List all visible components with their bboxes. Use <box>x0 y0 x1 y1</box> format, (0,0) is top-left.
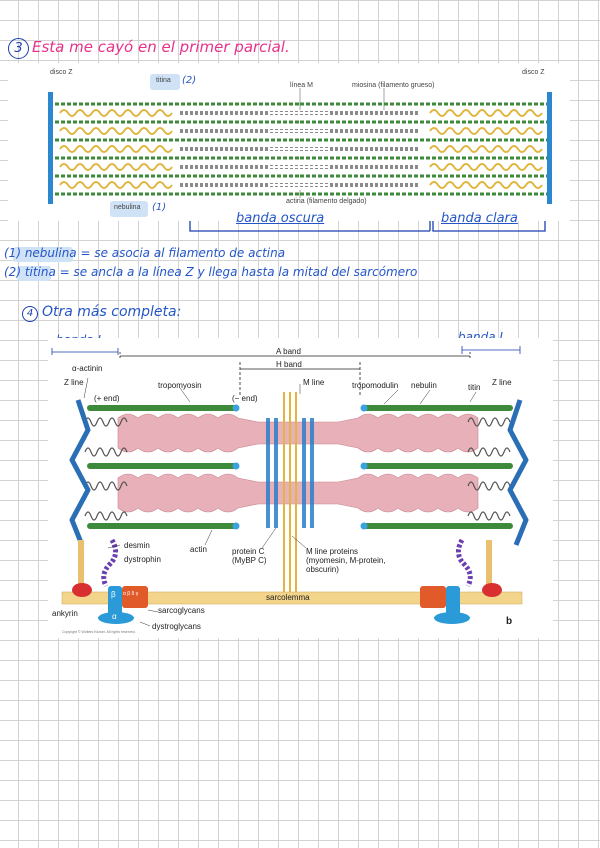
m-line-proteins <box>283 392 297 592</box>
nebulina-note-highlight <box>13 247 73 262</box>
z-line-left-label: Z line <box>64 378 84 387</box>
nebulina-highlight <box>110 201 148 217</box>
titin-springs <box>59 109 543 189</box>
dystrophin-label: dystrophin <box>124 555 161 564</box>
miosina-label: miosina (filamento grueso) <box>352 82 435 89</box>
ankyrin-label: ankyrin <box>52 609 78 618</box>
nebulina-label: nebulina <box>114 204 141 211</box>
alpha-label: α <box>112 612 117 621</box>
disco-z-right-label: disco Z <box>522 69 545 76</box>
note-title-3: Esta me cayó en el primer parcial. <box>32 38 290 56</box>
m-line-proteins-label-2: (myomesin, M-protein, <box>306 556 386 565</box>
note-number-circle-4: 4 <box>22 306 38 322</box>
desmin-label: desmin <box>124 541 150 550</box>
ankyrin-shape <box>72 583 92 597</box>
banda-clara-label: banda clara <box>441 211 518 226</box>
titina-label: titina <box>156 77 171 84</box>
dystroglycans-label: dystroglycans <box>152 622 201 631</box>
actin-label: actin <box>190 545 207 554</box>
h-band-label: H band <box>276 360 302 369</box>
dystroglycan-complex-left <box>98 586 148 624</box>
note-line-2: (2) titina = se ancla a la línea Z y lle… <box>4 265 418 279</box>
banda-oscura-label: banda oscura <box>236 211 325 226</box>
m-line-proteins-label: M line proteins <box>306 547 359 556</box>
note-line-1: (1) nebulina = se asocia al filamento de… <box>4 246 286 260</box>
desmin-anchor <box>78 540 492 594</box>
titina-highlight <box>150 74 180 90</box>
panel-letter-b: b <box>506 616 513 627</box>
sarcoglycans-label: sarcoglycans <box>158 606 205 615</box>
titin-coils <box>84 417 511 521</box>
dystroglycan-complex-right <box>420 586 470 624</box>
linea-m-label: línea M <box>290 82 313 89</box>
sarcolemma-bar <box>61 591 523 605</box>
m-line-label: M line <box>303 378 325 387</box>
myosin-bodies <box>117 413 479 513</box>
note-title-4: Otra más completa: <box>42 304 182 320</box>
a-band-label: A band <box>276 347 301 356</box>
plus-end-label: (+ end) <box>94 394 120 403</box>
sarcoglycan-subunits: α β δ γ <box>123 591 139 597</box>
z-disk-right <box>547 92 552 204</box>
beta-label: β <box>111 590 116 599</box>
tropomodulin-label: tropomodulin <box>352 381 399 390</box>
titina-note-highlight <box>17 266 51 281</box>
actin-filaments-2 <box>87 405 513 529</box>
actin-filaments <box>55 102 548 196</box>
nebulina-tag: (1) <box>152 202 167 213</box>
actina-label: actina (filamento delgado) <box>286 198 367 205</box>
nebulin-label: nebulin <box>411 381 437 390</box>
titina-tag: (2) <box>182 75 197 86</box>
m-line-proteins-label-3: obscurin) <box>306 565 339 574</box>
note-number-4: 4 <box>26 308 34 319</box>
copyright-text: Copyright © Wolters Kluwer. All rights r… <box>62 630 136 634</box>
alpha-actinin-label: α-actinin <box>72 364 103 373</box>
mybp-c-label: (MyBP C) <box>232 556 267 565</box>
tropomyosin-label: tropomyosin <box>158 381 202 390</box>
z-disk-left <box>48 92 53 204</box>
protein-c-label: protein C <box>232 547 265 556</box>
z-lines <box>69 399 529 546</box>
sarcolemma-label: sarcolemma <box>266 593 310 602</box>
z-line-right-label: Z line <box>492 378 512 387</box>
disco-z-left-label: disco Z <box>50 69 73 76</box>
minus-end-label: (− end) <box>232 394 258 403</box>
note-number-3: 3 <box>14 41 23 56</box>
note-number-circle-3: 3 <box>8 38 29 59</box>
dystrophin-chain <box>101 538 118 588</box>
titin-label: titin <box>468 383 481 392</box>
